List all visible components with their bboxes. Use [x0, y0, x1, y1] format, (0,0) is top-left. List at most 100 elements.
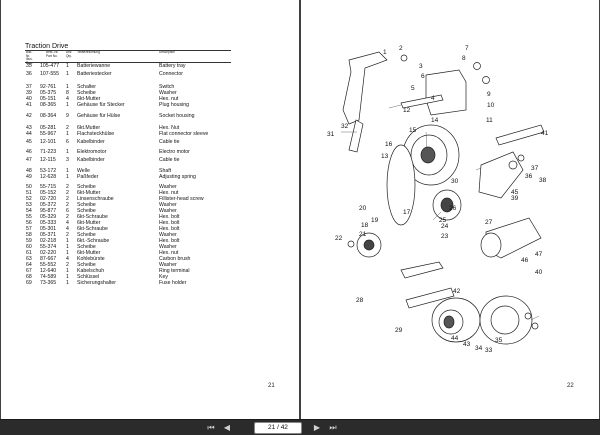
cell-en: Washer — [159, 202, 177, 208]
bolt-head — [400, 54, 408, 62]
callout-4: 4 — [431, 95, 435, 102]
cell-pos: 36 — [26, 71, 32, 77]
callout-31: 31 — [327, 131, 335, 138]
cell-qty: 2 — [66, 202, 69, 208]
lever-arm — [342, 51, 388, 125]
cell-qty: 1 — [66, 250, 69, 256]
cell-part: 02-220 — [40, 250, 57, 256]
cell-qty: 1 — [66, 84, 69, 90]
cell-part: 05-301 — [40, 226, 57, 232]
cell-qty: 2 — [66, 214, 69, 220]
callout-42: 42 — [453, 288, 461, 295]
cell-pos: 46 — [26, 149, 32, 155]
callout-30: 30 — [451, 178, 459, 185]
cell-qty: 4 — [66, 96, 69, 102]
left-page: Traction Drive Bild- Nr. Illus. Reg. Bes… — [1, 0, 299, 419]
cell-en: Hex. nut — [159, 96, 179, 102]
callout-1: 1 — [383, 49, 387, 56]
callout-33: 33 — [485, 347, 493, 354]
drive-wheel-hub — [443, 315, 455, 329]
lever-tip — [348, 119, 364, 153]
small-pulley-hub — [440, 197, 454, 213]
callout-47: 47 — [535, 251, 543, 258]
washer-top — [473, 62, 481, 70]
drive-belt — [386, 144, 416, 226]
axle-shaft — [400, 94, 444, 109]
callout-44: 44 — [451, 335, 459, 342]
cell-part: 12-640 — [40, 268, 57, 274]
cell-en: Washer — [159, 208, 177, 214]
cell-pos: 47 — [26, 157, 32, 163]
cell-qty: 1 — [66, 102, 69, 108]
cell-qty: 6 — [66, 139, 69, 145]
cell-de: Flachsteckhülse — [77, 131, 115, 137]
cell-en: Shaft — [159, 168, 172, 174]
cell-de: Kohlebürste — [77, 256, 105, 262]
cell-part: 12-101 — [40, 139, 57, 145]
cell-part: 73-365 — [40, 280, 57, 286]
cell-de: Scheibe — [77, 202, 96, 208]
cell-de: Welle — [77, 168, 90, 174]
cell-de: Elektromotor — [77, 149, 107, 155]
header-rule-bottom — [25, 62, 231, 63]
callout-17: 17 — [403, 209, 411, 216]
cell-part: 05-329 — [40, 214, 57, 220]
cell-part: 08-364 — [40, 113, 57, 119]
cell-qty: 1 — [66, 238, 69, 244]
callout-5: 5 — [411, 85, 415, 92]
callout-25: 25 — [439, 217, 447, 224]
cell-part: 55-374 — [40, 244, 57, 250]
cell-de: 6kt-Mutter — [77, 220, 101, 226]
cell-de: Schlüssel — [77, 274, 100, 280]
cell-part: 74-589 — [40, 274, 57, 280]
cell-part: 05-371 — [40, 232, 57, 238]
cell-en: Hex. nut — [159, 190, 179, 196]
cell-en: Carbon brush — [159, 256, 191, 262]
next-page-icon[interactable]: ▶ — [313, 423, 321, 432]
cell-qty: 1 — [66, 168, 69, 174]
cell-de: Scheibe — [77, 262, 96, 268]
prev-page-icon[interactable]: ◀ — [223, 423, 231, 432]
callout-18: 18 — [361, 222, 369, 229]
cell-qty: 2 — [66, 125, 69, 131]
cell-en: Hex. Nut — [159, 125, 180, 131]
callout-10: 10 — [487, 102, 495, 109]
cell-de: Sicherungshalter — [77, 280, 116, 286]
cell-de: Paßfeder — [77, 174, 99, 180]
cell-part: 55-552 — [40, 262, 57, 268]
cell-pos: 41 — [26, 102, 32, 108]
washer-lower — [531, 322, 539, 330]
callout-13: 13 — [381, 153, 389, 160]
callout-9: 9 — [487, 91, 491, 98]
cell-de: Kabelbinder — [77, 157, 105, 163]
last-page-icon[interactable]: ⏭ — [329, 423, 337, 432]
callout-35: 35 — [495, 337, 503, 344]
cell-part: 05-375 — [40, 90, 57, 96]
header-rule-top — [25, 50, 231, 51]
cell-pos: 58 — [26, 232, 32, 238]
page-field[interactable]: 21 / 42 — [254, 422, 302, 434]
callout-45: 45 — [511, 189, 519, 196]
cell-en: Socket housing — [159, 113, 195, 119]
cell-de: 6kt.Mutter — [77, 125, 101, 131]
callout-27: 27 — [485, 219, 493, 226]
cell-en: Washer — [159, 232, 177, 238]
first-page-icon[interactable]: ⏮ — [207, 423, 215, 432]
header-de: Teilbezeichnung — [77, 50, 100, 54]
cell-en: Key — [159, 274, 168, 280]
callout-19: 19 — [371, 217, 379, 224]
